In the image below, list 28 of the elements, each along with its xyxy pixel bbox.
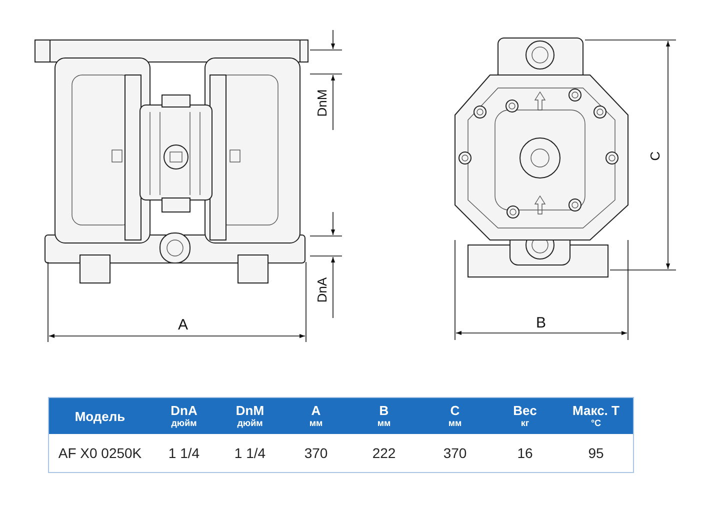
header-cell: C	[450, 403, 460, 418]
dimension-label: C	[648, 151, 662, 161]
header-cell: кг	[520, 418, 530, 429]
header-cell: Вес	[513, 403, 537, 418]
header-cell: мм	[377, 418, 391, 429]
header-cell: DnM	[236, 403, 264, 418]
dimension-label: DnA	[316, 277, 328, 303]
header-cell: дюйм	[171, 418, 197, 429]
header-cell: дюйм	[237, 418, 263, 429]
table-cell-text: 1 1/4	[168, 444, 200, 462]
table-cell-text: 222	[372, 444, 396, 462]
table-cell-text: 370	[304, 444, 328, 462]
header-cell: A	[311, 403, 321, 418]
header-cell: Макс. T	[572, 403, 620, 418]
dimension-label: A	[178, 318, 188, 332]
table-cell-text: AF X0 0250K	[58, 444, 142, 462]
table-cell-text: 95	[588, 444, 604, 462]
dimension-label: B	[536, 316, 546, 330]
header-cell: мм	[448, 418, 462, 429]
header-cell: DnA	[170, 403, 198, 418]
table-cell-text: 370	[443, 444, 467, 462]
table-cell-text: 1 1/4	[234, 444, 266, 462]
table-cell-text: 16	[517, 444, 533, 462]
header-cell: Модель	[74, 408, 126, 424]
header-cell: °C	[590, 418, 602, 429]
dimension-label: DnM	[316, 89, 328, 117]
header-cell: мм	[309, 418, 323, 429]
header-cell: B	[379, 403, 389, 418]
